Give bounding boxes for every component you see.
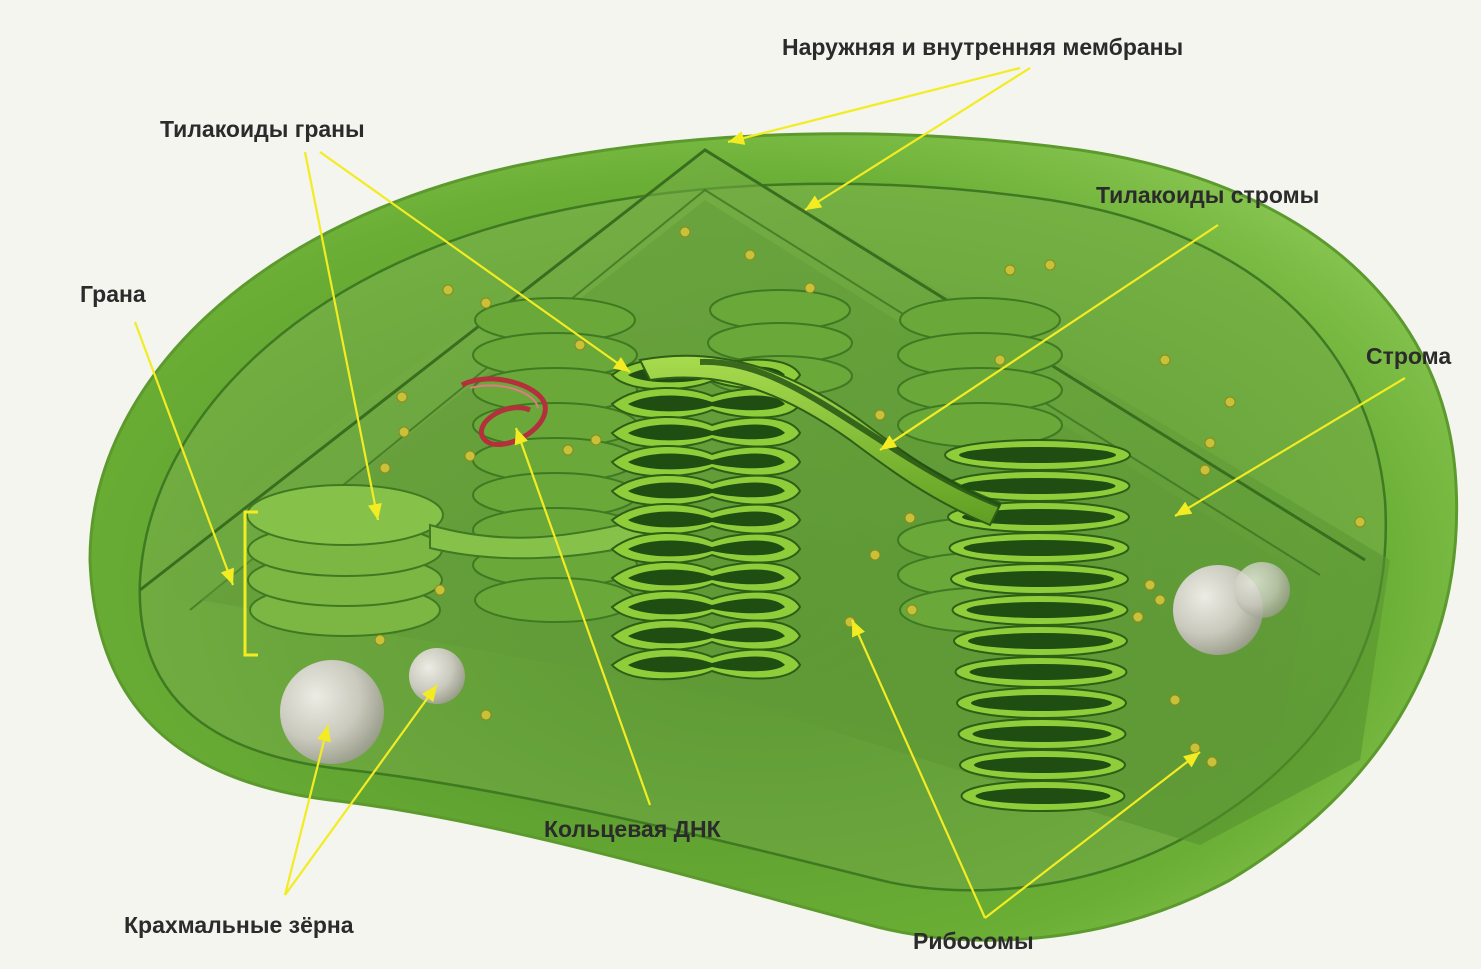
ribosome (1207, 757, 1217, 767)
thylakoid-lumen (976, 788, 1111, 804)
thylakoid-lumen (961, 478, 1116, 494)
thylakoid-lumen (968, 633, 1113, 649)
ribosome (1155, 595, 1165, 605)
thylakoid-lumen (971, 695, 1112, 711)
ribosome (380, 463, 390, 473)
thylakoid-lumen (967, 602, 1114, 618)
label-granum: Грана (80, 283, 146, 306)
ribosome (1170, 695, 1180, 705)
granum-left (247, 485, 443, 636)
label-grana-thylakoids: Тилакоиды граны (160, 118, 365, 141)
starch-grain-right-back (1234, 562, 1290, 618)
label-circular-dna: Кольцевая ДНК (544, 818, 721, 841)
granum-back-left (473, 298, 637, 622)
label-stroma-thylakoids: Тилакоиды стромы (1096, 184, 1319, 207)
ribosome (435, 585, 445, 595)
ribosome (1133, 612, 1143, 622)
ribosome (1355, 517, 1365, 527)
ribosome (1005, 265, 1015, 275)
ribosome (465, 451, 475, 461)
label-ribosomes: Рибосомы (913, 930, 1034, 953)
ribosome (1190, 743, 1200, 753)
ribosome (805, 283, 815, 293)
ribosome (481, 710, 491, 720)
ribosome (375, 635, 385, 645)
ribosome (745, 250, 755, 260)
starch-grain-small (409, 648, 465, 704)
label-membranes: Наружняя и внутренняя мембраны (782, 36, 1183, 59)
ribosome (575, 340, 585, 350)
ribosome (1045, 260, 1055, 270)
ribosome (397, 392, 407, 402)
ribosome (1225, 397, 1235, 407)
ribosome (591, 435, 601, 445)
ribosome (481, 298, 491, 308)
thylakoid-lumen (965, 571, 1114, 587)
ribosome (399, 427, 409, 437)
granum-front-center (612, 359, 800, 679)
thylakoid-lumen (973, 726, 1112, 742)
ribosome (875, 410, 885, 420)
thylakoid-lumen (964, 540, 1115, 556)
ribosome (870, 550, 880, 560)
label-stroma: Строма (1366, 345, 1451, 368)
ribosome (1200, 465, 1210, 475)
ribosome (1205, 438, 1215, 448)
thylakoid-lumen (970, 664, 1113, 680)
ribosome (563, 445, 573, 455)
starch-grain-large (280, 660, 384, 764)
ribosome (995, 355, 1005, 365)
ribosome (443, 285, 453, 295)
thylakoid-lumen (974, 757, 1111, 773)
ribosome (907, 605, 917, 615)
ribosome (1160, 355, 1170, 365)
ribosome (680, 227, 690, 237)
label-starch-grains: Крахмальные зёрна (124, 914, 354, 937)
ribosome (1145, 580, 1155, 590)
ribosome (905, 513, 915, 523)
thylakoid-lumen (959, 447, 1116, 463)
